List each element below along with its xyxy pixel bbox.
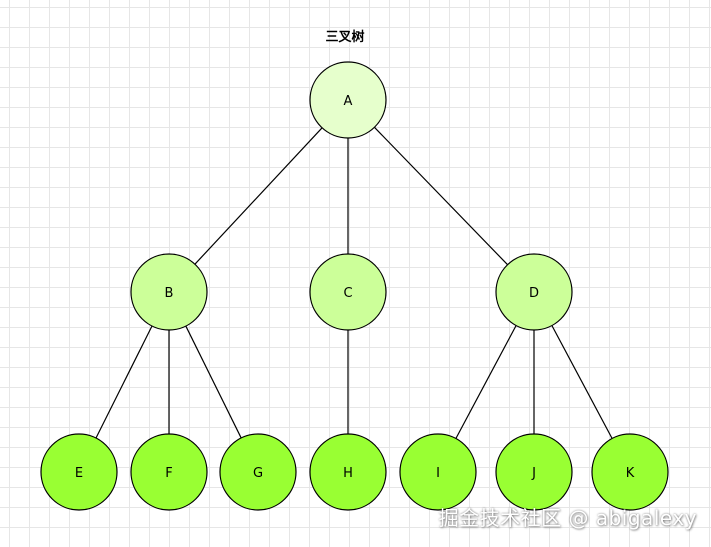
node-f: F [130,433,208,511]
node-d: D [495,253,573,331]
node-circle-c [309,253,387,331]
node-circle-i [399,433,477,511]
node-label-c: C [343,286,352,301]
watermark: 掘金技术社区 @ abigalexy [438,506,697,530]
node-label-a: A [344,94,353,109]
node-circle-b [130,253,208,331]
node-circle-f [130,433,208,511]
edge-a-d [374,126,508,266]
node-label-b: B [165,286,174,301]
edge-a-b [194,127,323,265]
edge-b-g [185,325,242,439]
node-b: B [130,253,208,331]
node-circle-a [309,61,387,139]
node-label-f: F [165,466,172,481]
node-label-k: K [626,466,635,481]
node-e: E [40,433,118,511]
node-j: J [495,433,573,511]
node-circle-d [495,253,573,331]
edge-b-e [95,325,153,439]
node-g: G [219,433,297,511]
node-a: A [309,61,387,139]
node-c: C [309,253,387,331]
node-label-d: D [529,286,539,301]
node-circle-k [591,433,669,511]
node-circle-j [495,433,573,511]
edge-d-k [551,325,613,439]
node-label-i: I [436,466,440,481]
diagram-title: 三叉树 [325,30,365,45]
node-i: I [399,433,477,511]
node-h: H [309,433,387,511]
node-label-e: E [75,466,83,481]
node-circle-g [219,433,297,511]
node-label-j: J [531,466,536,481]
node-label-g: G [253,466,263,481]
node-label-h: H [343,466,353,481]
node-circle-h [309,433,387,511]
edge-d-i [455,325,517,439]
node-circle-e [40,433,118,511]
node-k: K [591,433,669,511]
